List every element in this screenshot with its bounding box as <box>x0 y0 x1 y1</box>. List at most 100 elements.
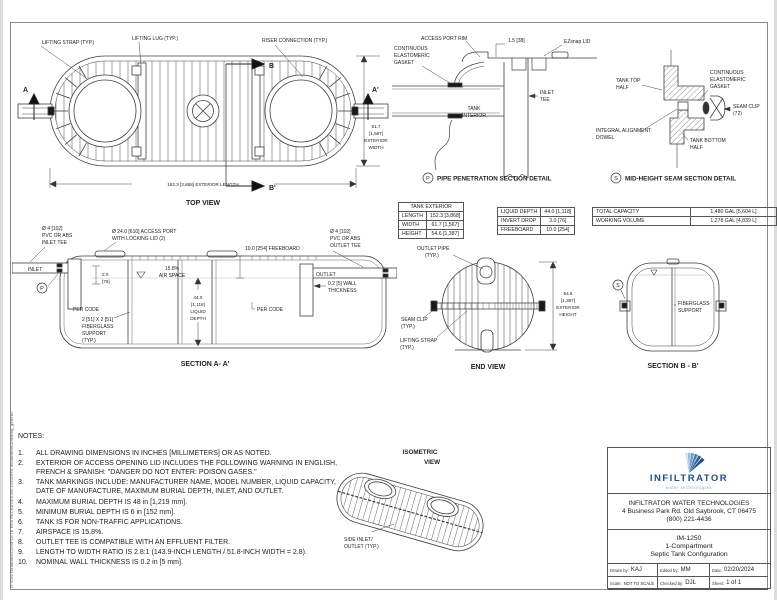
scan-edge-right <box>774 0 777 600</box>
svg-text:INTERIOR: INTERIOR <box>462 113 486 119</box>
wall-thickness-callout: 0.2 [5] WALL <box>328 281 357 287</box>
svg-text:THICKNESS: THICKNESS <box>328 288 357 294</box>
config-line1: 1-Compartment <box>665 543 713 550</box>
water-level-symbol <box>650 269 658 276</box>
access-port-callout: Ø 24.0 [610] ACCESS PORT <box>112 229 176 235</box>
svg-text:(72): (72) <box>733 111 742 117</box>
gasket-strap <box>434 119 453 171</box>
outlet-pipe-hole <box>479 265 493 279</box>
note-item: MINIMUM BURIAL DEPTH IS 6 in [152 mm]. <box>18 508 175 517</box>
outlet-assembly <box>299 263 397 317</box>
pipe-penetration-detail: ACCESS PORT RIM 1.5 [38] EZsnap LID CONT… <box>392 36 597 184</box>
iso-leader <box>371 523 395 533</box>
svg-text:OUTLET TEE: OUTLET TEE <box>330 243 361 249</box>
svg-text:(TYP.): (TYP.) <box>425 253 439 259</box>
file-path-margin-note: G:\Gov Relations\COMPLETE RFA PACKAGES\I… <box>9 411 14 588</box>
svg-text:ELASTOMERIC: ELASTOMERIC <box>710 77 746 83</box>
isometric-view-drawing: ISOMETRIC VIEW SIDE INLET/ OUTLET (TYP.) <box>336 449 484 552</box>
width-dimension <box>356 55 380 167</box>
seam-gasket-label: CONTINUOUS <box>710 70 744 76</box>
inlet-label: INLET <box>28 267 42 273</box>
invert-drop-dim: 3.0 <box>102 272 109 277</box>
end-view-drawing: OUTLET PIPE (TYP.) 54.6 [1,387] EXTERIOR… <box>400 246 580 371</box>
notes-title: NOTES: <box>18 433 45 440</box>
svg-text:SUPPORT: SUPPORT <box>82 331 106 337</box>
svg-text:WITH LOCKING LID (2): WITH LOCKING LID (2) <box>112 236 166 242</box>
end-view-caption: END VIEW <box>471 364 506 371</box>
outlet-label: OUTLET <box>316 272 336 278</box>
section-marker-a-prime: A' <box>372 87 379 94</box>
end-seam-clip-callout: SEAM CLIP <box>401 317 428 323</box>
tank-exterior-title: TANK EXTERIOR <box>397 202 465 212</box>
svg-text:GASKET: GASKET <box>710 84 730 90</box>
svg-text:P: P <box>426 176 430 182</box>
note-item: EXTERIOR OF ACCESS OPENING LID INCLUDES … <box>18 459 338 477</box>
detail-symbol-p <box>422 172 434 184</box>
title-block-fields: Drawn by: KAJ Edited by: MM Date: 02/20/… <box>608 564 770 590</box>
inlet-tee-label: INLET <box>540 90 554 96</box>
section-b-drawing: S FIBERGLASS SUPPORT SECTION B - B' <box>612 258 727 370</box>
section-markers <box>28 58 374 192</box>
svg-text:[1,118]: [1,118] <box>191 302 205 307</box>
top-view-drawing: A A' B B' LIFTING STRAP (TYP.) LIFTING L… <box>17 36 388 207</box>
svg-text:OUTLET (TYP.): OUTLET (TYP.) <box>344 544 379 550</box>
note-item: TANK IS FOR NON-TRAFFIC APPLICATIONS. <box>18 518 183 527</box>
end-lifting-strap-callout: LIFTING STRAP <box>400 338 438 344</box>
section-marker-b-prime: B' <box>269 185 276 192</box>
svg-text:VIEW: VIEW <box>424 459 440 466</box>
svg-text:[1,567]: [1,567] <box>369 131 383 136</box>
air-space-label: 15.8% <box>165 266 180 272</box>
detail-ref-p <box>36 282 48 294</box>
riser-opening <box>68 74 142 148</box>
date-field: Date: 02/20/2024 <box>710 564 768 577</box>
company-name: INFILTRATOR WATER TECHNOLOGIES <box>628 500 750 507</box>
company-phone: (800) 221-4436 <box>666 516 712 523</box>
note-item: OUTLET TEE IS COMPATIBLE WITH AN EFFLUEN… <box>18 538 231 547</box>
inlet-tee-callout: Ø 4 [102] <box>42 226 63 232</box>
water-level-symbol <box>136 271 146 279</box>
detail-ref-s <box>612 279 624 291</box>
svg-text:P: P <box>40 286 44 292</box>
alignment-dowel <box>677 101 689 111</box>
iso-riser <box>426 496 459 517</box>
side-clips <box>619 300 727 312</box>
svg-text:HALF: HALF <box>690 145 703 151</box>
isometric-caption: ISOMETRIC <box>403 449 438 456</box>
svg-text:AIR SPACE: AIR SPACE <box>159 273 186 279</box>
elastomeric-gasket-bottom <box>447 113 463 119</box>
svg-text:TEE: TEE <box>540 97 550 103</box>
riser-connection-label: RISER CONNECTION (TYP.) <box>262 38 328 44</box>
access-port-rim-label: ACCESS PORT RIM <box>421 36 467 42</box>
lifting-strap-label: LIFTING STRAP (TYP.) <box>42 40 95 46</box>
svg-text:FIBERGLASS: FIBERGLASS <box>82 324 114 330</box>
liquid-depth-callout: 44.0 <box>194 295 203 300</box>
tank-bottom-half-section <box>669 109 705 145</box>
per-code-left: PER CODE <box>73 307 100 313</box>
elastomeric-gasket-top <box>447 82 463 88</box>
inlet-stub <box>17 103 55 119</box>
pipe-detail-caption: PIPE PENETRATION SECTION DETAIL <box>437 176 552 183</box>
iso-seam-band <box>337 490 483 534</box>
config-line2: Septic Tank Configuration <box>650 551 728 558</box>
svg-text:EXTERIOR: EXTERIOR <box>556 305 580 310</box>
svg-text:WIDTH: WIDTH <box>368 145 383 150</box>
tank-interior-label: TANK <box>468 106 482 112</box>
drawn-by-field: Drawn by: KAJ <box>608 564 658 577</box>
right-cap-ribs <box>319 65 353 157</box>
left-cap-ribs <box>53 65 87 157</box>
section-marker-b: B <box>269 63 274 70</box>
freeboard-callout: 10.0 [254] FREEBOARD <box>245 246 300 252</box>
ezsnap-lid-label: EZsnap LID <box>564 39 591 45</box>
scan-edge-left <box>0 0 3 600</box>
svg-text:(TYP.): (TYP.) <box>400 345 414 351</box>
svg-text:DOWEL: DOWEL <box>596 135 615 141</box>
svg-text:DEPTH: DEPTH <box>190 316 206 321</box>
notes-list: ALL DRAWING DIMENSIONS IN INCHES [MILLIM… <box>18 449 338 567</box>
section-a-caption: SECTION A- A' <box>181 361 230 368</box>
notes-block: NOTES: ALL DRAWING DIMENSIONS IN INCHES … <box>18 432 338 568</box>
svg-text:EXTERIOR: EXTERIOR <box>364 138 388 143</box>
end-view-body <box>430 257 546 353</box>
section-b-caption: SECTION B - B' <box>647 363 698 370</box>
drawing-border-frame <box>10 22 768 590</box>
